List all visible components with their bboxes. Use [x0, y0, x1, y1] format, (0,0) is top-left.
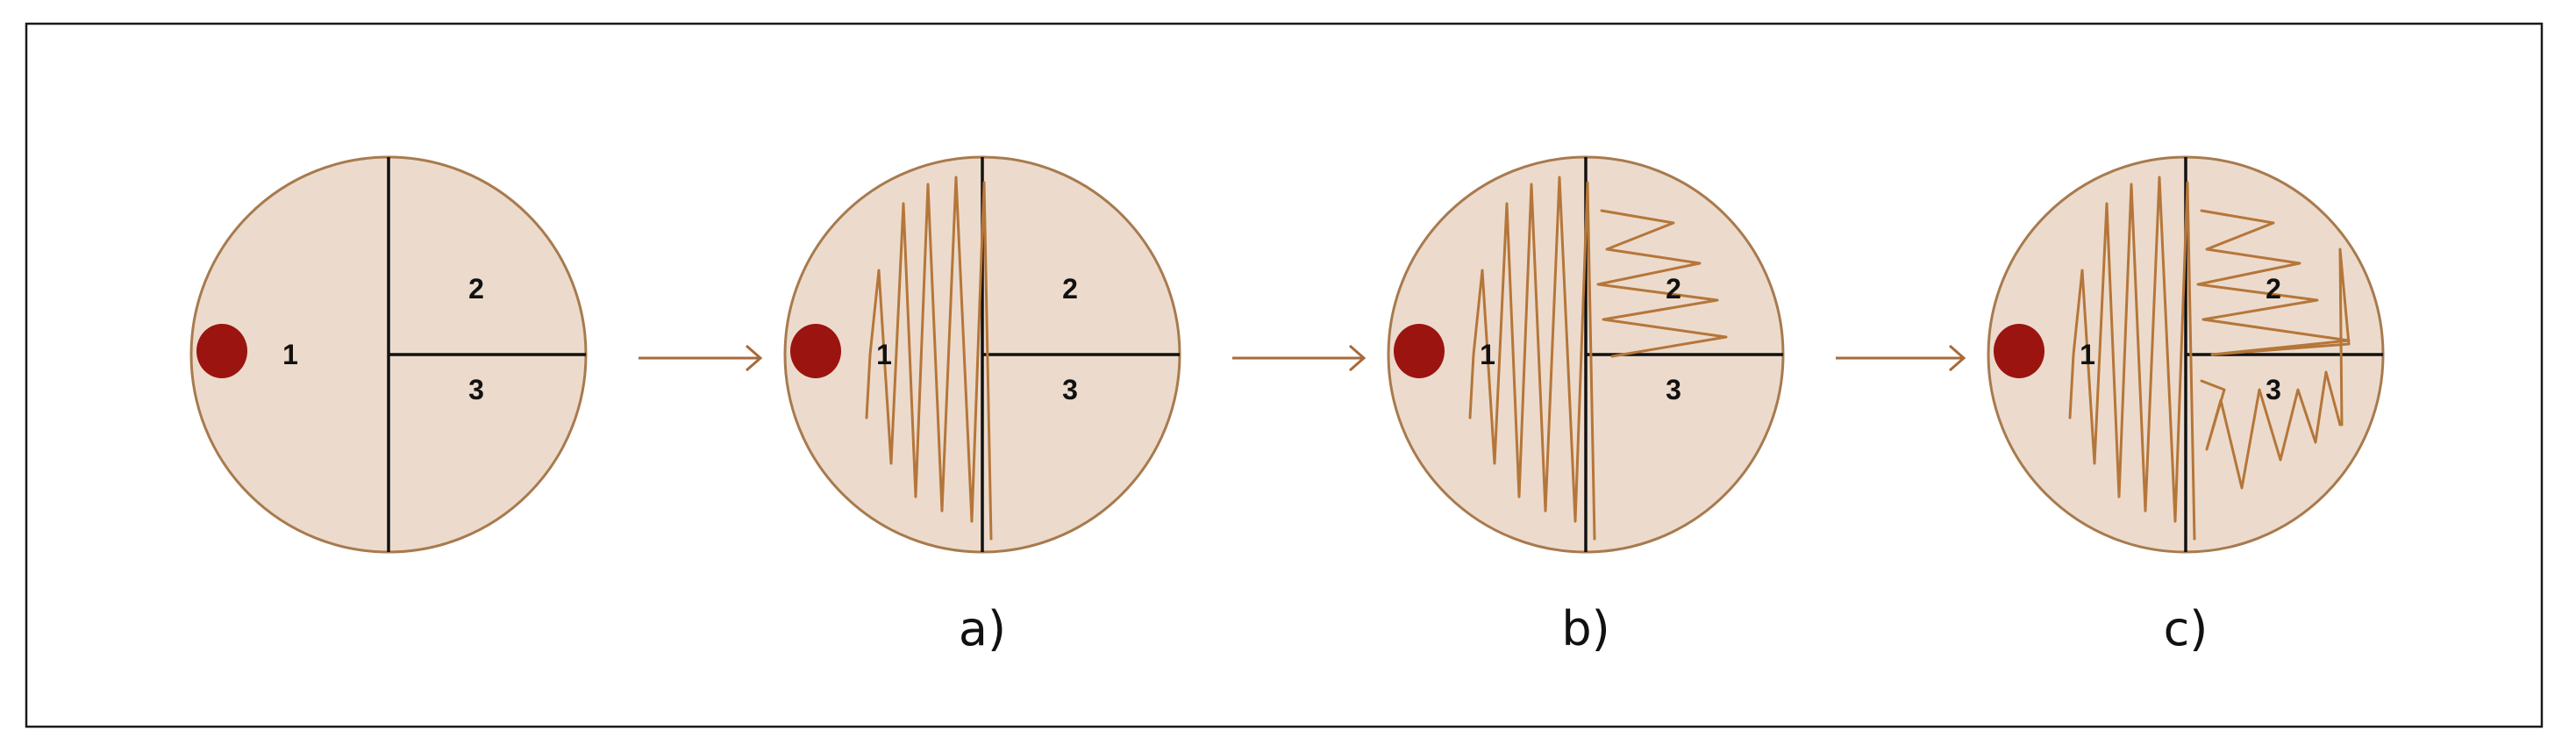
region-label-1: 1 — [1480, 339, 1495, 370]
region-label-3: 3 — [468, 374, 484, 405]
streak-region-3 — [2200, 370, 2342, 490]
inoculum-dot — [1394, 324, 1445, 378]
arrow-head — [1349, 344, 1366, 372]
region-label-1: 1 — [282, 339, 298, 370]
right-arrow-icon — [1836, 344, 1966, 372]
plates-layer: 1 2 3 1 2 3 a) 1 2 3 b) 1 2 3 c) — [189, 155, 2385, 656]
region-label-2: 2 — [1062, 273, 1078, 305]
region-label-3: 3 — [2266, 374, 2281, 405]
inoculum-dot — [196, 324, 247, 378]
region-label-2: 2 — [1666, 273, 1681, 305]
arrow-head — [746, 344, 763, 372]
region-label-3: 3 — [1062, 374, 1078, 405]
right-arrow-icon — [1232, 344, 1366, 372]
region-label-3: 3 — [1666, 374, 1681, 405]
region-label-2: 2 — [468, 273, 484, 305]
petri-plate-initial: 1 2 3 — [189, 155, 588, 554]
arrows-layer — [639, 344, 1966, 372]
streak-region-1 — [865, 176, 993, 541]
plate-caption: b) — [1561, 601, 1609, 656]
plate-caption: c) — [2164, 601, 2209, 656]
streak-region-1 — [1468, 176, 1596, 541]
streak-region-2 — [1596, 209, 1728, 358]
petri-plate-b: 1 2 3 b) — [1387, 155, 1785, 656]
region-label-2: 2 — [2266, 273, 2281, 305]
region-label-1: 1 — [876, 339, 892, 370]
petri-plate-a: 1 2 3 a) — [783, 155, 1181, 656]
inoculum-dot — [790, 324, 841, 378]
region-label-1: 1 — [2080, 339, 2095, 370]
streak-region-2 — [2196, 209, 2351, 427]
petri-plate-c: 1 2 3 c) — [1987, 155, 2385, 656]
streak-region-1 — [2068, 176, 2196, 541]
plate-caption: a) — [959, 601, 1006, 656]
inoculum-dot — [1994, 324, 2044, 378]
right-arrow-icon — [639, 344, 763, 372]
arrow-head — [1949, 344, 1966, 372]
